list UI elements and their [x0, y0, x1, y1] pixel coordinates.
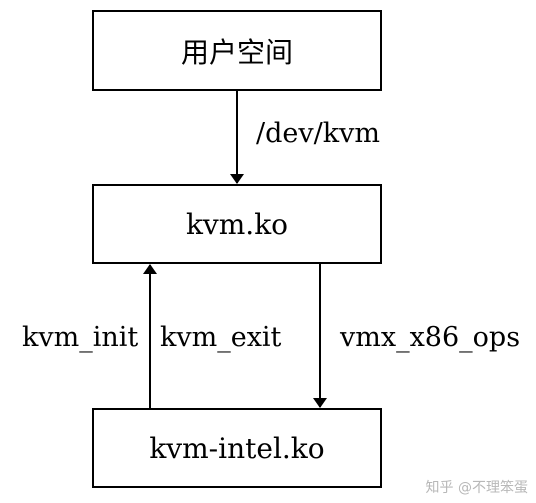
dev-kvm-label: /dev/kvm: [256, 118, 380, 149]
kvm-intel-ko-label: kvm-intel.ko: [149, 431, 325, 465]
user-space-box: 用户空间: [92, 10, 382, 91]
vmx-x86-ops-label: vmx_x86_ops: [340, 322, 521, 353]
watermark-text: 知乎 @不理笨蛋: [425, 480, 528, 496]
kvm-ko-label: kvm.ko: [185, 207, 289, 241]
kvm-intel-ko-box: kvm-intel.ko: [92, 408, 382, 488]
kvm-ko-box: kvm.ko: [92, 184, 382, 264]
user-space-label: 用户空间: [180, 35, 293, 69]
kvm-init-label: kvm_init: [22, 322, 139, 353]
kvm-exit-label: kvm_exit: [160, 322, 282, 353]
